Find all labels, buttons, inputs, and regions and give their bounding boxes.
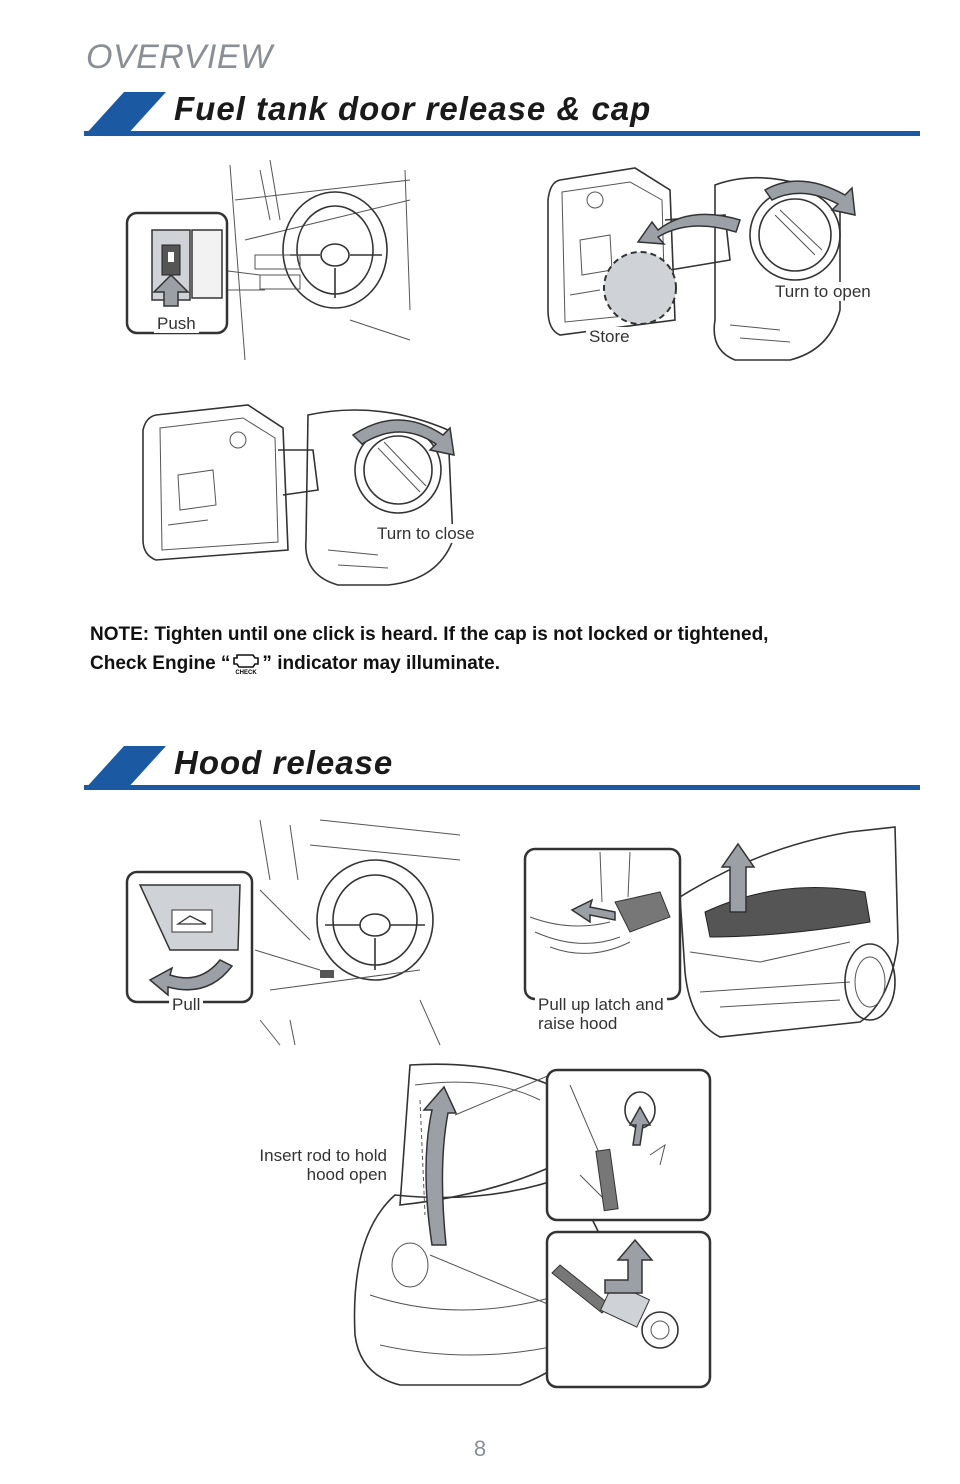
page-number: 8 <box>0 1436 960 1462</box>
fuel-note: NOTE: Tighten until one click is heard. … <box>90 620 910 678</box>
label-push: Push <box>154 314 199 333</box>
hood-section-header: Hood release <box>84 740 920 790</box>
label-pull-latch: Pull up latch and raise hood <box>535 995 667 1033</box>
header-rule <box>84 785 920 790</box>
note-line-2-start: Check Engine “ <box>90 653 230 674</box>
note-line-2-end: ” indicator may illuminate. <box>262 653 500 674</box>
label-insert-rod: Insert rod to hold hood open <box>250 1146 390 1184</box>
note-line-1: NOTE: Tighten until one click is heard. … <box>90 620 910 649</box>
fuel-cap-close-illustration <box>138 400 478 590</box>
header-rule <box>84 131 920 136</box>
label-pull: Pull <box>169 995 203 1014</box>
fuel-section-title: Fuel tank door release & cap <box>174 90 651 128</box>
note-line-2: Check Engine “ CHECK ” indicator may ill… <box>90 649 910 678</box>
check-icon-text: CHECK <box>236 670 258 676</box>
label-turn-close: Turn to close <box>374 524 478 543</box>
hood-section-title: Hood release <box>174 744 393 782</box>
label-turn-open: Turn to open <box>772 282 874 301</box>
header-flag <box>84 92 166 136</box>
label-store: Store <box>586 327 633 346</box>
section-label: OVERVIEW <box>86 38 273 77</box>
hood-prop-rod-illustration <box>340 1055 715 1390</box>
fuel-section-header: Fuel tank door release & cap <box>84 86 920 136</box>
check-engine-icon: CHECK <box>231 651 261 675</box>
header-flag <box>84 746 166 790</box>
